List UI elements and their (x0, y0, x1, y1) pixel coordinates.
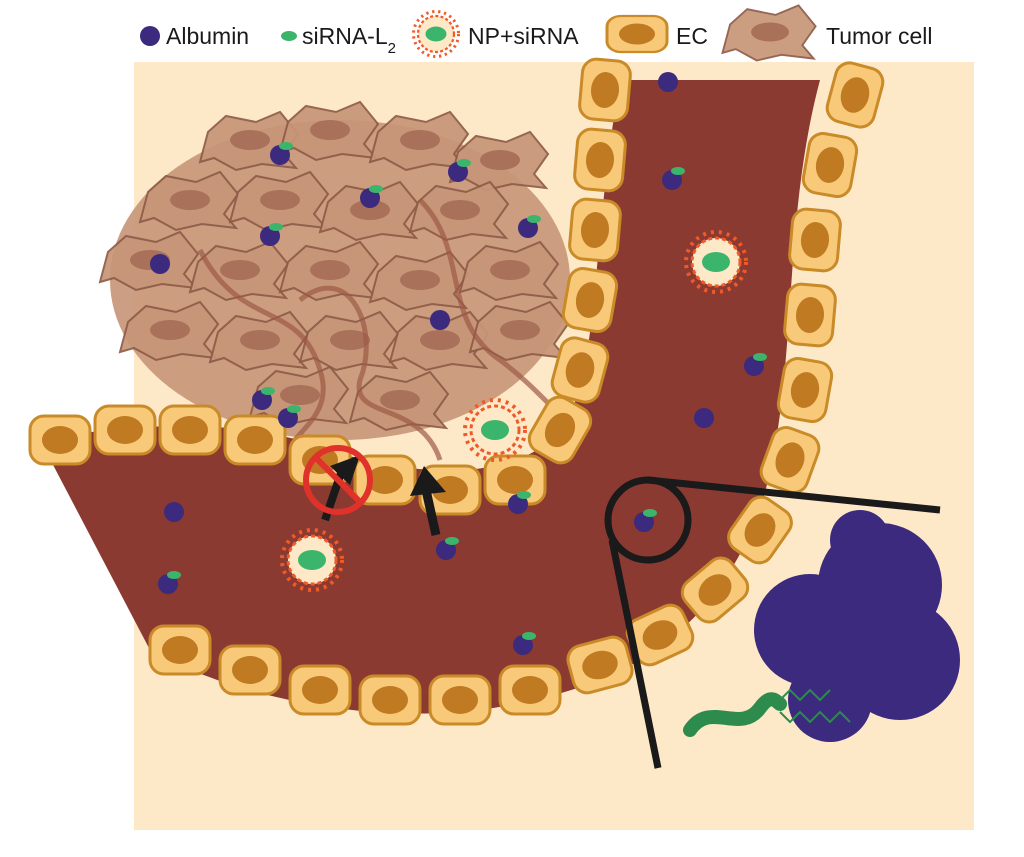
blocked-icon (303, 445, 373, 515)
legend-ec-label: EC (676, 23, 708, 49)
transport-arrow-icon (410, 466, 446, 496)
legend: Albumin siRNA-L2 NP+siRNA EC Tumor cell (140, 4, 933, 62)
legend-sirna: siRNA-L2 (281, 23, 396, 57)
albumin-icon (140, 26, 160, 46)
legend-sirna-prefix: siRNA-L (302, 23, 388, 49)
legend-np-label: NP+siRNA (468, 23, 579, 49)
legend-tumor-label: Tumor cell (826, 23, 933, 49)
legend-sirna-subscript: 2 (388, 40, 396, 57)
tumor-cell-icon (721, 4, 817, 62)
zoomed-albumin-sirna (683, 510, 960, 742)
legend-albumin-label: Albumin (166, 23, 249, 49)
legend-ec: EC (605, 14, 708, 54)
endothelial-cell-icon (605, 14, 669, 54)
blocked-transport (303, 445, 373, 522)
legend-albumin: Albumin (140, 23, 249, 49)
sirna-icon (281, 31, 297, 41)
legend-np: NP+siRNA (412, 10, 579, 58)
nanoparticle-icon (412, 10, 460, 58)
legend-sirna-label: siRNA-L2 (302, 23, 396, 57)
legend-tumor: Tumor cell (721, 4, 933, 62)
albumin-transport-arrow (410, 466, 446, 536)
magnifier-callout (604, 476, 941, 769)
transport-arrow-icon (330, 455, 360, 485)
